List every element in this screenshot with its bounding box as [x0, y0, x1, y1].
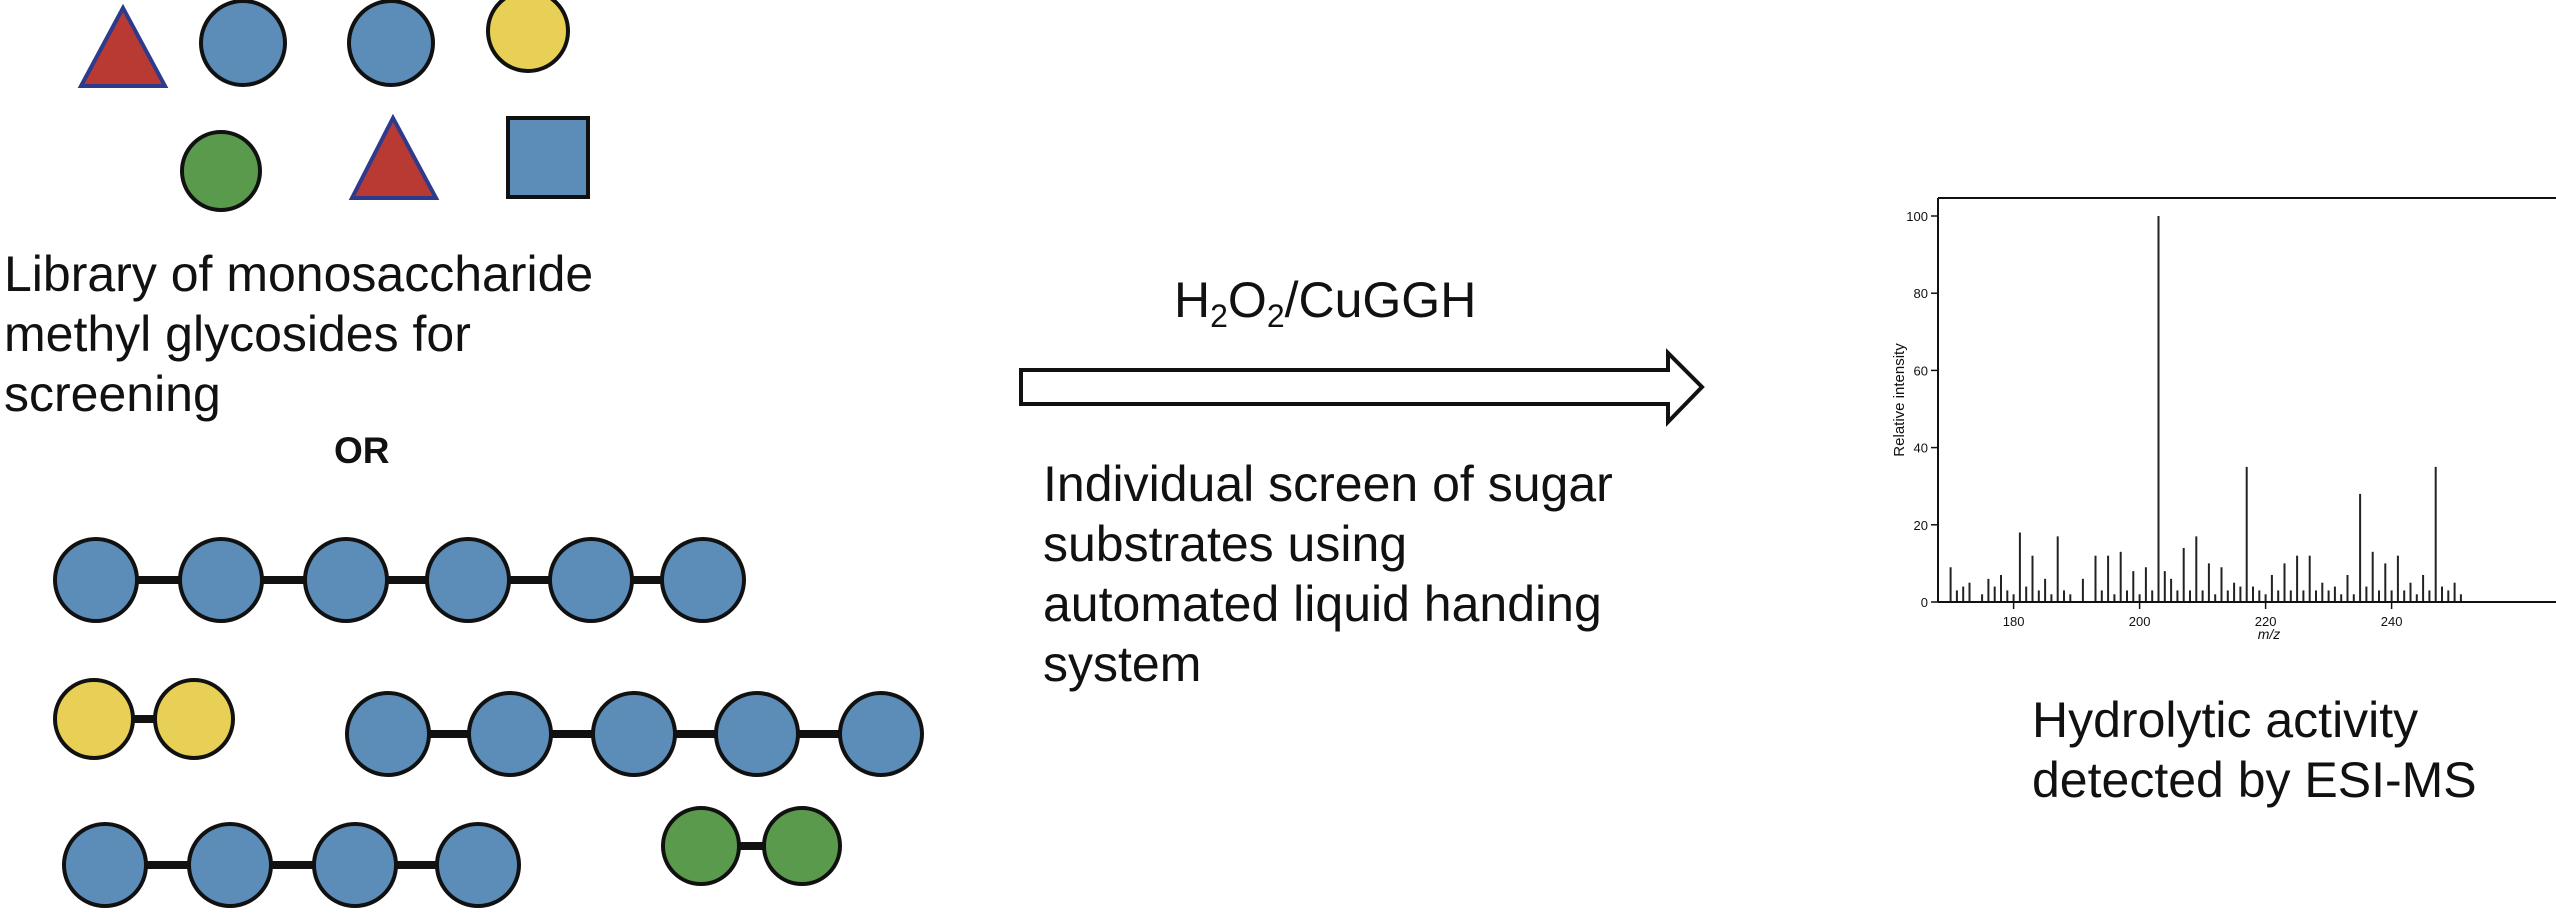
- screening-text-line: automated liquid handing: [1043, 576, 1602, 632]
- blue-circle-glucose-icon: [425, 537, 511, 623]
- reagent-subscript: 2: [1266, 298, 1285, 334]
- hexasaccharide-chain: [53, 537, 746, 623]
- or-label: OR: [334, 430, 390, 471]
- y-axis-label: Relative intensity: [1891, 343, 1908, 457]
- y-tick-label: 20: [1914, 518, 1928, 533]
- y-tick-label: 40: [1914, 441, 1928, 456]
- reagent-part: /CuGGH: [1284, 272, 1477, 328]
- blue-circle-glucose-icon: [838, 691, 924, 777]
- esi-ms-spectrum-chart: 0 20 40 60 80 100 180 200 220 240 Relative intens…: [1891, 197, 2556, 642]
- y-tick-label: 80: [1914, 286, 1928, 301]
- screening-text-line: Individual screen of sugar: [1043, 456, 1613, 512]
- red-triangle-fucose-icon: [77, 3, 169, 88]
- screening-text-line: system: [1043, 636, 1202, 692]
- pentasaccharide-chain: [345, 691, 924, 777]
- blue-circle-glucose-icon: [548, 537, 634, 623]
- blue-square-glcnac-icon: [506, 116, 590, 199]
- x-tick-label: 240: [2381, 614, 2403, 629]
- blue-circle-glucose-icon: [660, 537, 746, 623]
- reagent-part: H: [1174, 272, 1211, 328]
- blue-circle-glucose-icon: [303, 537, 389, 623]
- green-circle-mannose-icon: [661, 806, 741, 886]
- screening-description: Individual screen of sugar substrates us…: [1043, 454, 1613, 694]
- disaccharide-chain-yellow: [53, 678, 235, 760]
- screening-text-line: substrates using: [1043, 516, 1408, 572]
- x-tick-label: 200: [2129, 614, 2151, 629]
- blue-circle-glucose-icon: [714, 691, 800, 777]
- reagent-label: H2O2/CuGGH: [1174, 270, 1477, 332]
- y-tick-label: 60: [1914, 363, 1928, 378]
- blue-circle-glucose-icon: [187, 822, 273, 908]
- blue-circle-glucose-icon: [178, 537, 264, 623]
- library-text-line: screening: [4, 366, 221, 422]
- x-axis-label: m/z: [2258, 626, 2281, 642]
- blue-circle-glucose-icon: [347, 0, 435, 87]
- red-triangle-fucose-icon: [348, 113, 440, 200]
- blue-circle-glucose-icon: [199, 0, 287, 87]
- green-circle-mannose-icon: [762, 806, 842, 886]
- yellow-circle-galactose-icon: [486, 0, 570, 73]
- y-tick-label: 0: [1921, 595, 1928, 610]
- blue-circle-glucose-icon: [62, 822, 148, 908]
- reagent-subscript: 2: [1210, 298, 1228, 334]
- disaccharide-chain-green: [661, 806, 842, 886]
- ms-text-line: detected by ESI-MS: [2032, 752, 2477, 808]
- library-text-line: Library of monosaccharide: [4, 246, 594, 302]
- x-tick-label: 220: [2255, 614, 2277, 629]
- library-description: Library of monosaccharide methyl glycosi…: [4, 244, 593, 424]
- blue-circle-glucose-icon: [312, 822, 398, 908]
- green-circle-mannose-icon: [180, 130, 262, 212]
- library-text-line: methyl glycosides for: [4, 306, 471, 362]
- ms-detection-description: Hydrolytic activity detected by ESI-MS: [2032, 690, 2477, 810]
- reagent-part: O: [1227, 272, 1267, 328]
- tetrasaccharide-chain: [62, 822, 521, 908]
- axis-ticks: 0 20 40 60 80 100 180 200 220 240: [1906, 209, 2402, 629]
- blue-circle-glucose-icon: [467, 691, 553, 777]
- blue-circle-glucose-icon: [435, 822, 521, 908]
- blue-circle-glucose-icon: [345, 691, 431, 777]
- spectrum-peaks: [1949, 216, 2462, 602]
- oligosaccharide-chains: [53, 537, 924, 908]
- yellow-circle-galactose-icon: [153, 678, 235, 760]
- ms-text-line: Hydrolytic activity: [2032, 692, 2419, 748]
- monosaccharide-library-symbols: [77, 0, 590, 212]
- x-tick-label: 180: [2003, 614, 2025, 629]
- y-tick-label: 100: [1906, 209, 1928, 224]
- yellow-circle-galactose-icon: [53, 678, 135, 760]
- process-arrow: [1019, 348, 1705, 427]
- blue-circle-glucose-icon: [591, 691, 677, 777]
- blue-circle-glucose-icon: [53, 537, 139, 623]
